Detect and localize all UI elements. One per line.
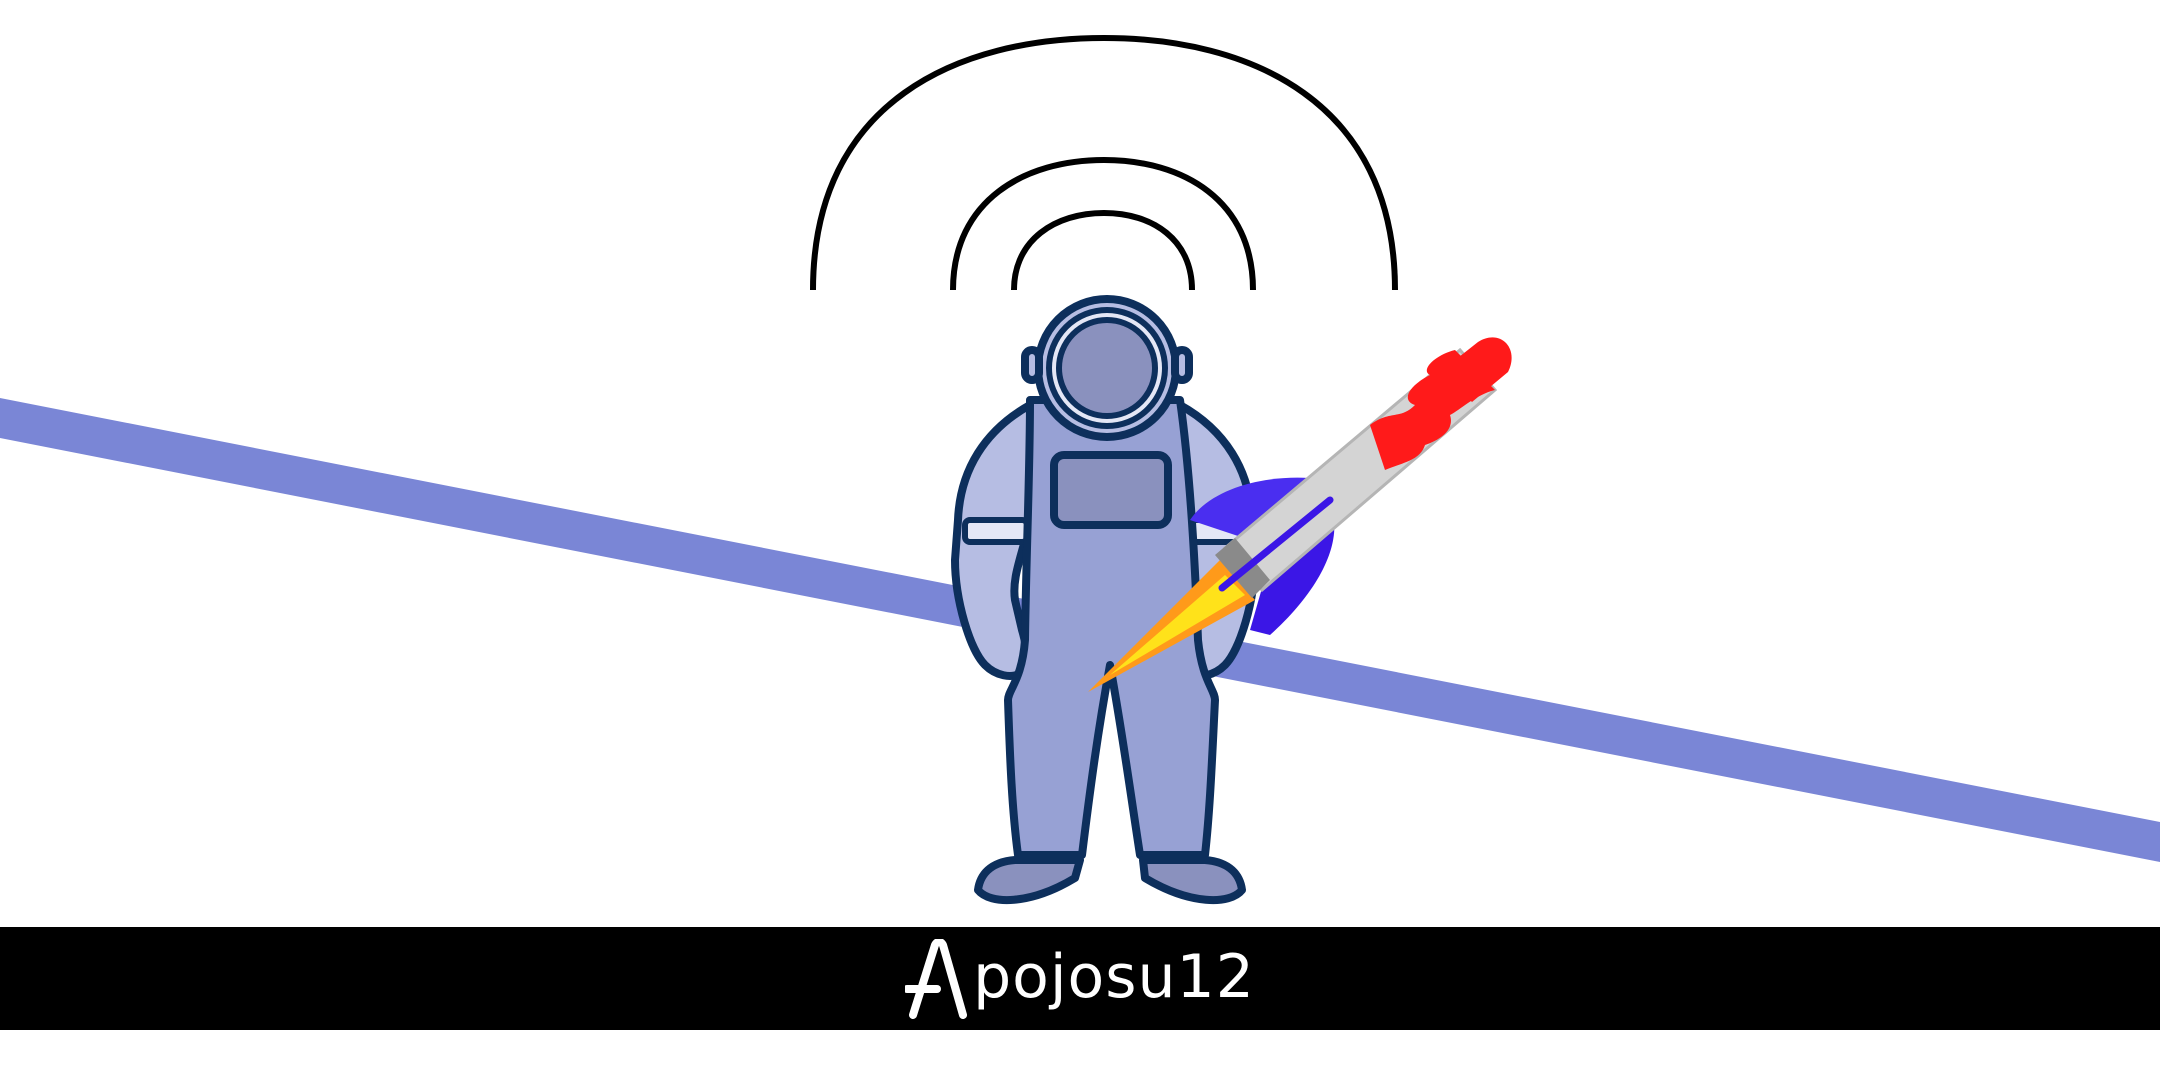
brand-name: pojosu12 bbox=[973, 941, 1255, 1012]
rocket-icon bbox=[1088, 337, 1512, 692]
signal-arcs-icon bbox=[810, 34, 1398, 291]
brand-logo: pojosu12 bbox=[905, 938, 1255, 1019]
footer-bar: pojosu12 bbox=[0, 927, 2160, 1030]
stylized-letter-a-logo-icon bbox=[905, 938, 968, 1019]
